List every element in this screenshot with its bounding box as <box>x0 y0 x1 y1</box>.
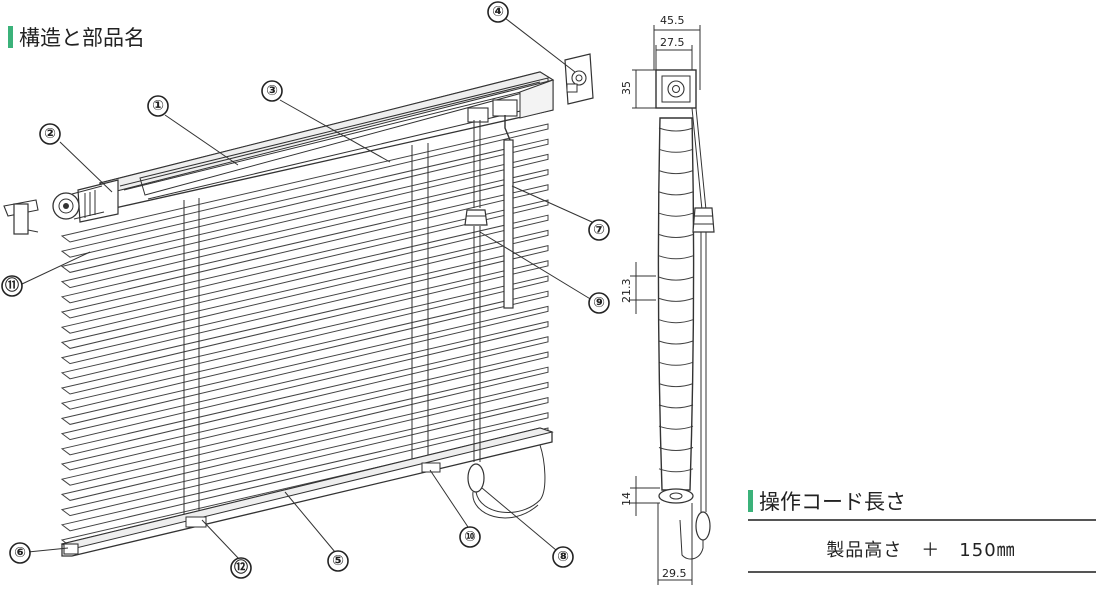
svg-text:⑪: ⑪ <box>5 277 19 294</box>
structure-title-text: 構造と部品名 <box>19 26 145 50</box>
svg-text:⑩: ⑩ <box>464 529 476 545</box>
dim-bottom-height: 14 <box>620 492 633 506</box>
callout-8: ⑧ <box>552 546 574 568</box>
dim-bottom-width: 29.5 <box>662 567 687 580</box>
slat <box>60 290 549 410</box>
dim-top-outer: 45.5 <box>660 14 685 27</box>
leader-lines <box>21 17 593 561</box>
side-slat <box>658 234 694 238</box>
section-title-cord-length: 操作コード長さ <box>748 486 906 516</box>
callout-1: ① <box>147 95 169 117</box>
svg-text:④: ④ <box>492 4 504 20</box>
callout-3: ③ <box>261 80 283 102</box>
accent-bar <box>8 26 13 48</box>
side-slat <box>658 297 694 302</box>
bottom-rail <box>60 427 554 557</box>
side-slat <box>658 468 694 473</box>
right-bracket <box>564 53 594 105</box>
svg-text:⑤: ⑤ <box>332 553 344 569</box>
side-slat <box>658 255 694 260</box>
side-slat <box>658 361 694 366</box>
side-slat <box>658 425 694 430</box>
divider-top <box>748 519 1096 521</box>
side-section-view: 45.5 27.5 35 21.3 14 29.5 <box>620 14 715 585</box>
accent-bar <box>748 490 753 512</box>
side-slat <box>658 319 694 324</box>
slat <box>60 336 549 456</box>
slat <box>60 260 549 380</box>
blind-perspective: ① ② ③ ④ ⑤ ⑥ ⑦ ⑧ ⑨ ⑩ ⑪ ⑫ <box>1 1 610 579</box>
slat <box>60 244 549 365</box>
side-slat <box>658 127 694 132</box>
lift-cord <box>464 120 546 519</box>
callout-11: ⑪ <box>1 275 23 297</box>
callout-9: ⑨ <box>588 292 610 314</box>
svg-text:⑫: ⑫ <box>234 559 248 576</box>
dimension-lines <box>630 25 701 585</box>
cord-length-formula: 製品高さ ＋ 150㎜ <box>826 540 1016 561</box>
side-slat-stack <box>658 127 694 473</box>
svg-text:③: ③ <box>266 83 278 99</box>
head-rail <box>52 71 555 223</box>
slat <box>60 229 549 349</box>
dim-head-height: 35 <box>620 81 633 95</box>
slat <box>60 214 549 334</box>
section-title-structure: 構造と部品名 <box>8 22 145 52</box>
callout-6: ⑥ <box>9 542 31 564</box>
callout-10: ⑩ <box>459 526 481 548</box>
svg-text:①: ① <box>152 98 164 114</box>
slat <box>60 320 549 441</box>
cord-length-title-text: 操作コード長さ <box>759 490 906 514</box>
callout-2: ② <box>39 123 61 145</box>
callout-12: ⑫ <box>230 557 252 579</box>
side-slat <box>658 170 694 175</box>
left-bracket <box>3 199 39 235</box>
svg-text:⑦: ⑦ <box>593 222 605 238</box>
side-slat <box>658 276 694 281</box>
side-slat <box>658 191 694 196</box>
side-slat <box>658 404 694 409</box>
svg-text:⑨: ⑨ <box>593 295 605 311</box>
side-slat <box>658 383 694 388</box>
svg-text:⑧: ⑧ <box>557 549 569 565</box>
side-slat <box>658 212 694 217</box>
svg-text:⑥: ⑥ <box>14 545 26 561</box>
dim-slat-pitch: 21.3 <box>620 279 633 304</box>
callout-4: ④ <box>487 1 509 23</box>
dim-top-inner: 27.5 <box>660 36 685 49</box>
divider-bottom <box>748 571 1096 573</box>
side-slat <box>658 340 694 345</box>
svg-text:②: ② <box>44 126 56 142</box>
tilt-wand <box>503 115 514 309</box>
side-slat <box>658 148 694 153</box>
side-slat <box>658 447 694 451</box>
callout-5: ⑤ <box>327 550 349 572</box>
slat <box>60 305 549 425</box>
slat <box>60 275 549 395</box>
callout-7: ⑦ <box>588 219 610 241</box>
